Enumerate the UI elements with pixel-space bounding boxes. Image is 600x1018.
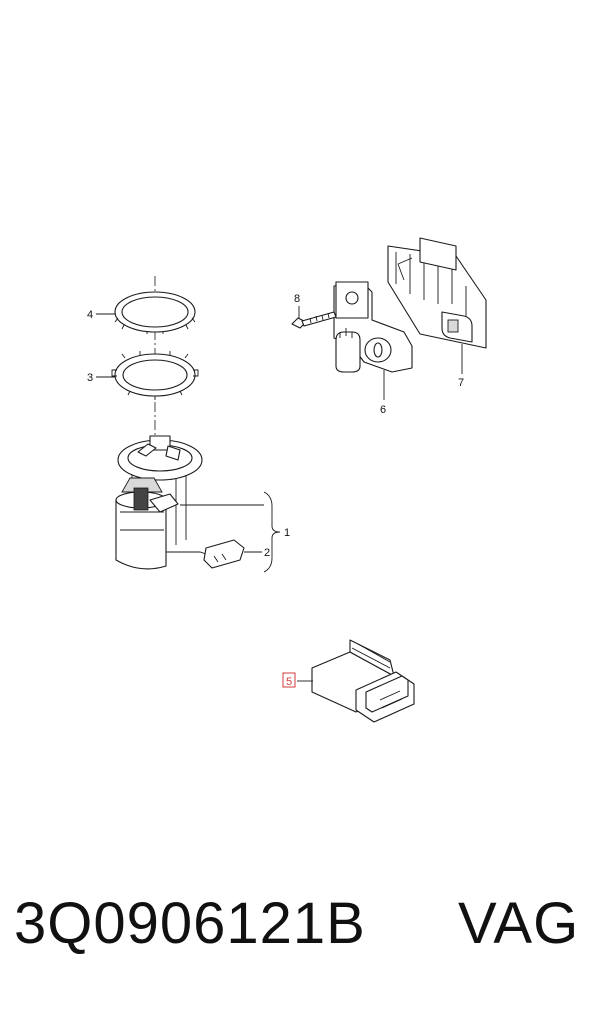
screw bbox=[291, 306, 337, 329]
callout-8: 8 bbox=[294, 293, 300, 305]
callout-2: 2 bbox=[264, 547, 270, 559]
footer: 3Q0906121B VAG bbox=[0, 890, 600, 980]
brand-label: VAG bbox=[458, 891, 580, 956]
callout-1: 1 bbox=[284, 527, 290, 539]
connector-part bbox=[297, 639, 415, 723]
fuel-pump-unit bbox=[115, 435, 245, 570]
callout-7: 7 bbox=[458, 377, 464, 389]
seal-ring bbox=[111, 351, 199, 400]
callout-5[interactable]: 5 bbox=[286, 676, 292, 688]
bracket bbox=[387, 237, 487, 374]
highlight-box bbox=[282, 672, 296, 688]
fuel-pump-assembly bbox=[96, 276, 281, 573]
callout-3: 3 bbox=[87, 372, 93, 384]
callout-6: 6 bbox=[380, 404, 386, 416]
callout-4: 4 bbox=[87, 309, 93, 321]
locking-ring bbox=[114, 291, 196, 334]
control-unit-bracket-assembly bbox=[291, 237, 487, 400]
part-number: 3Q0906121B bbox=[14, 891, 366, 956]
control-unit bbox=[333, 257, 413, 400]
